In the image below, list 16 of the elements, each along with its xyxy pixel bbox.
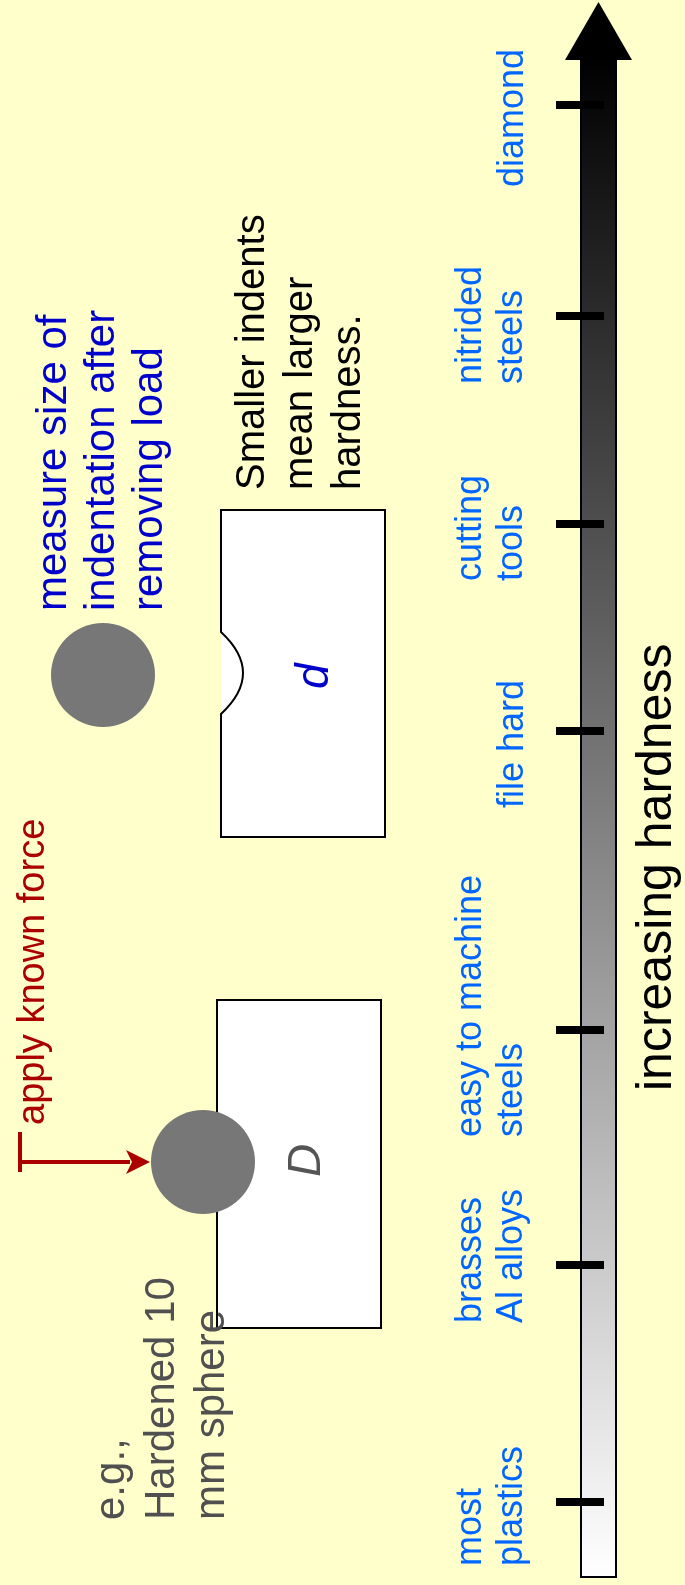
annotation: Smaller indents mean larger hardness. — [227, 213, 369, 490]
annotation: e.g., Hardened 10 mm sphere — [85, 1276, 234, 1520]
dimension-label: d — [289, 663, 335, 689]
scale-label: nitrided steels — [448, 264, 531, 384]
dimension-label: D — [281, 1143, 327, 1177]
specimen-block — [221, 510, 385, 837]
annotation: measure size of indentation after removing load — [28, 308, 172, 611]
indenter-ball — [51, 623, 155, 727]
axis-title: increasing hardness — [626, 642, 683, 1091]
indenter-ball — [151, 1110, 255, 1214]
scale-label: brasses Al alloys — [448, 1187, 531, 1323]
scale-label: cutting tools — [448, 473, 531, 581]
scale-label: diamond — [490, 47, 532, 187]
scale-label: most plastics — [448, 1444, 531, 1566]
scale-label: file hard — [490, 678, 532, 808]
annotation: apply known force — [10, 817, 53, 1125]
